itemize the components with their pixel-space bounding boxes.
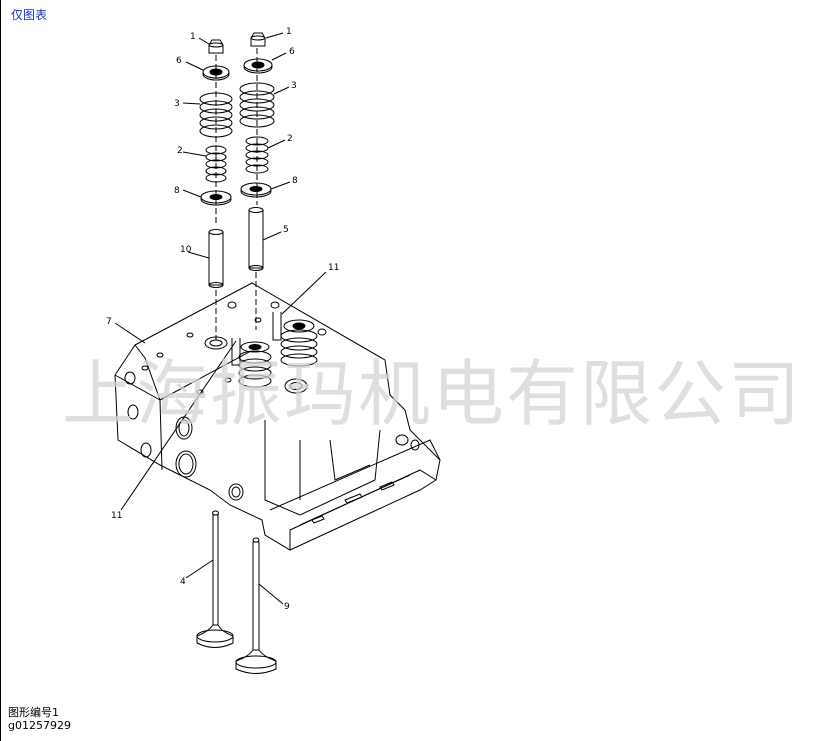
label-part-2-right: 2 — [287, 134, 293, 144]
label-part-3-left: 3 — [174, 99, 180, 109]
company-watermark: 上海振玛机电有限公司 — [62, 352, 803, 436]
label-part-10: 10 — [180, 245, 192, 255]
right-valve-stack — [239, 32, 275, 330]
label-part-8-left: 8 — [174, 186, 180, 196]
label-part-9: 9 — [284, 602, 290, 612]
left-border — [0, 0, 1, 741]
diagram-only-link[interactable]: 仅图表 — [11, 8, 48, 22]
label-part-3-right: 3 — [291, 81, 297, 91]
label-part-5: 5 — [283, 225, 289, 235]
figure-id: g01257929 — [8, 719, 71, 732]
label-part-4: 4 — [180, 577, 186, 587]
valves — [196, 510, 277, 674]
installed-springs — [231, 312, 318, 388]
label-part-6-right: 6 — [289, 47, 295, 57]
label-part-11-bottom: 11 — [111, 511, 122, 521]
label-part-11-top: 11 — [328, 263, 339, 273]
cylinder-head — [114, 282, 441, 551]
label-part-8-right: 8 — [292, 176, 298, 186]
label-part-1-right: 1 — [286, 27, 292, 37]
leader-lines — [114, 32, 327, 605]
left-valve-stack — [199, 39, 233, 340]
label-part-7: 7 — [106, 317, 112, 327]
label-part-1-left: 1 — [190, 32, 196, 42]
label-part-2-left: 2 — [177, 146, 183, 156]
label-part-6-left: 6 — [176, 56, 182, 66]
figure-number-label: 图形编号1 — [8, 706, 59, 719]
